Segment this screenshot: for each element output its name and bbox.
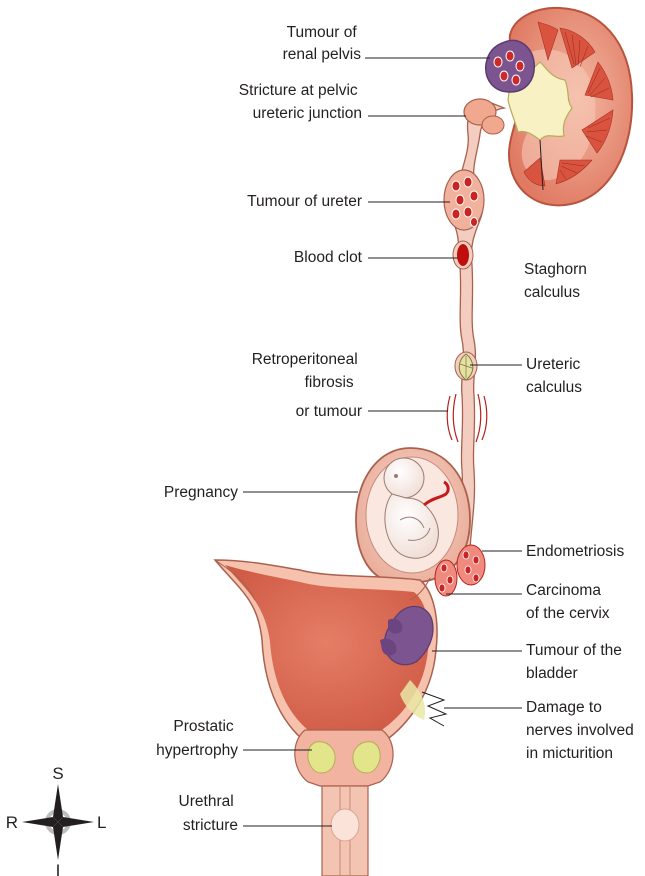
prostate bbox=[295, 730, 393, 786]
label-ureteric-calculus: Ureteric calculus bbox=[526, 356, 585, 396]
compass-inferior-label: I bbox=[56, 861, 61, 876]
label-ureter-tumour: Tumour of ureter bbox=[247, 193, 362, 210]
label-endometriosis: Endometriosis bbox=[526, 543, 624, 560]
label-pelvic-ureteric-stricture: Stricture at pelvic ureteric junction bbox=[239, 82, 362, 122]
urethral-stricture-site bbox=[331, 809, 359, 841]
orientation-compass: S I R L bbox=[6, 764, 107, 876]
label-renal-pelvis-tumour: Tumour of renal pelvis bbox=[283, 24, 362, 63]
compass-superior-label: S bbox=[52, 764, 63, 783]
renal-pelvis-tumour bbox=[486, 40, 535, 92]
label-nerve-damage: Damage to nerves involved in micturition bbox=[526, 699, 638, 762]
label-prostatic-hypertrophy: Prostatic hypertrophy bbox=[156, 718, 238, 759]
label-staghorn-calculus: Staghorn calculus bbox=[524, 261, 591, 301]
label-cervix-carcinoma: Carcinoma of the cervix bbox=[526, 582, 610, 622]
urethra bbox=[322, 786, 368, 876]
ureteric-calculus bbox=[455, 352, 477, 380]
kidney bbox=[508, 8, 632, 205]
ureter-tumour bbox=[444, 170, 484, 230]
compass-right-label: R bbox=[6, 813, 18, 832]
label-retroperitoneal: Retroperitoneal fibrosis or tumour bbox=[252, 351, 362, 420]
label-bladder-tumour: Tumour of the bladder bbox=[526, 642, 626, 682]
endometriosis bbox=[457, 545, 485, 585]
label-urethral-stricture: Urethral stricture bbox=[179, 793, 238, 834]
blood-clot bbox=[453, 241, 473, 269]
label-pregnancy: Pregnancy bbox=[164, 484, 238, 501]
label-blood-clot: Blood clot bbox=[294, 249, 363, 266]
compass-left-label: L bbox=[97, 813, 106, 832]
